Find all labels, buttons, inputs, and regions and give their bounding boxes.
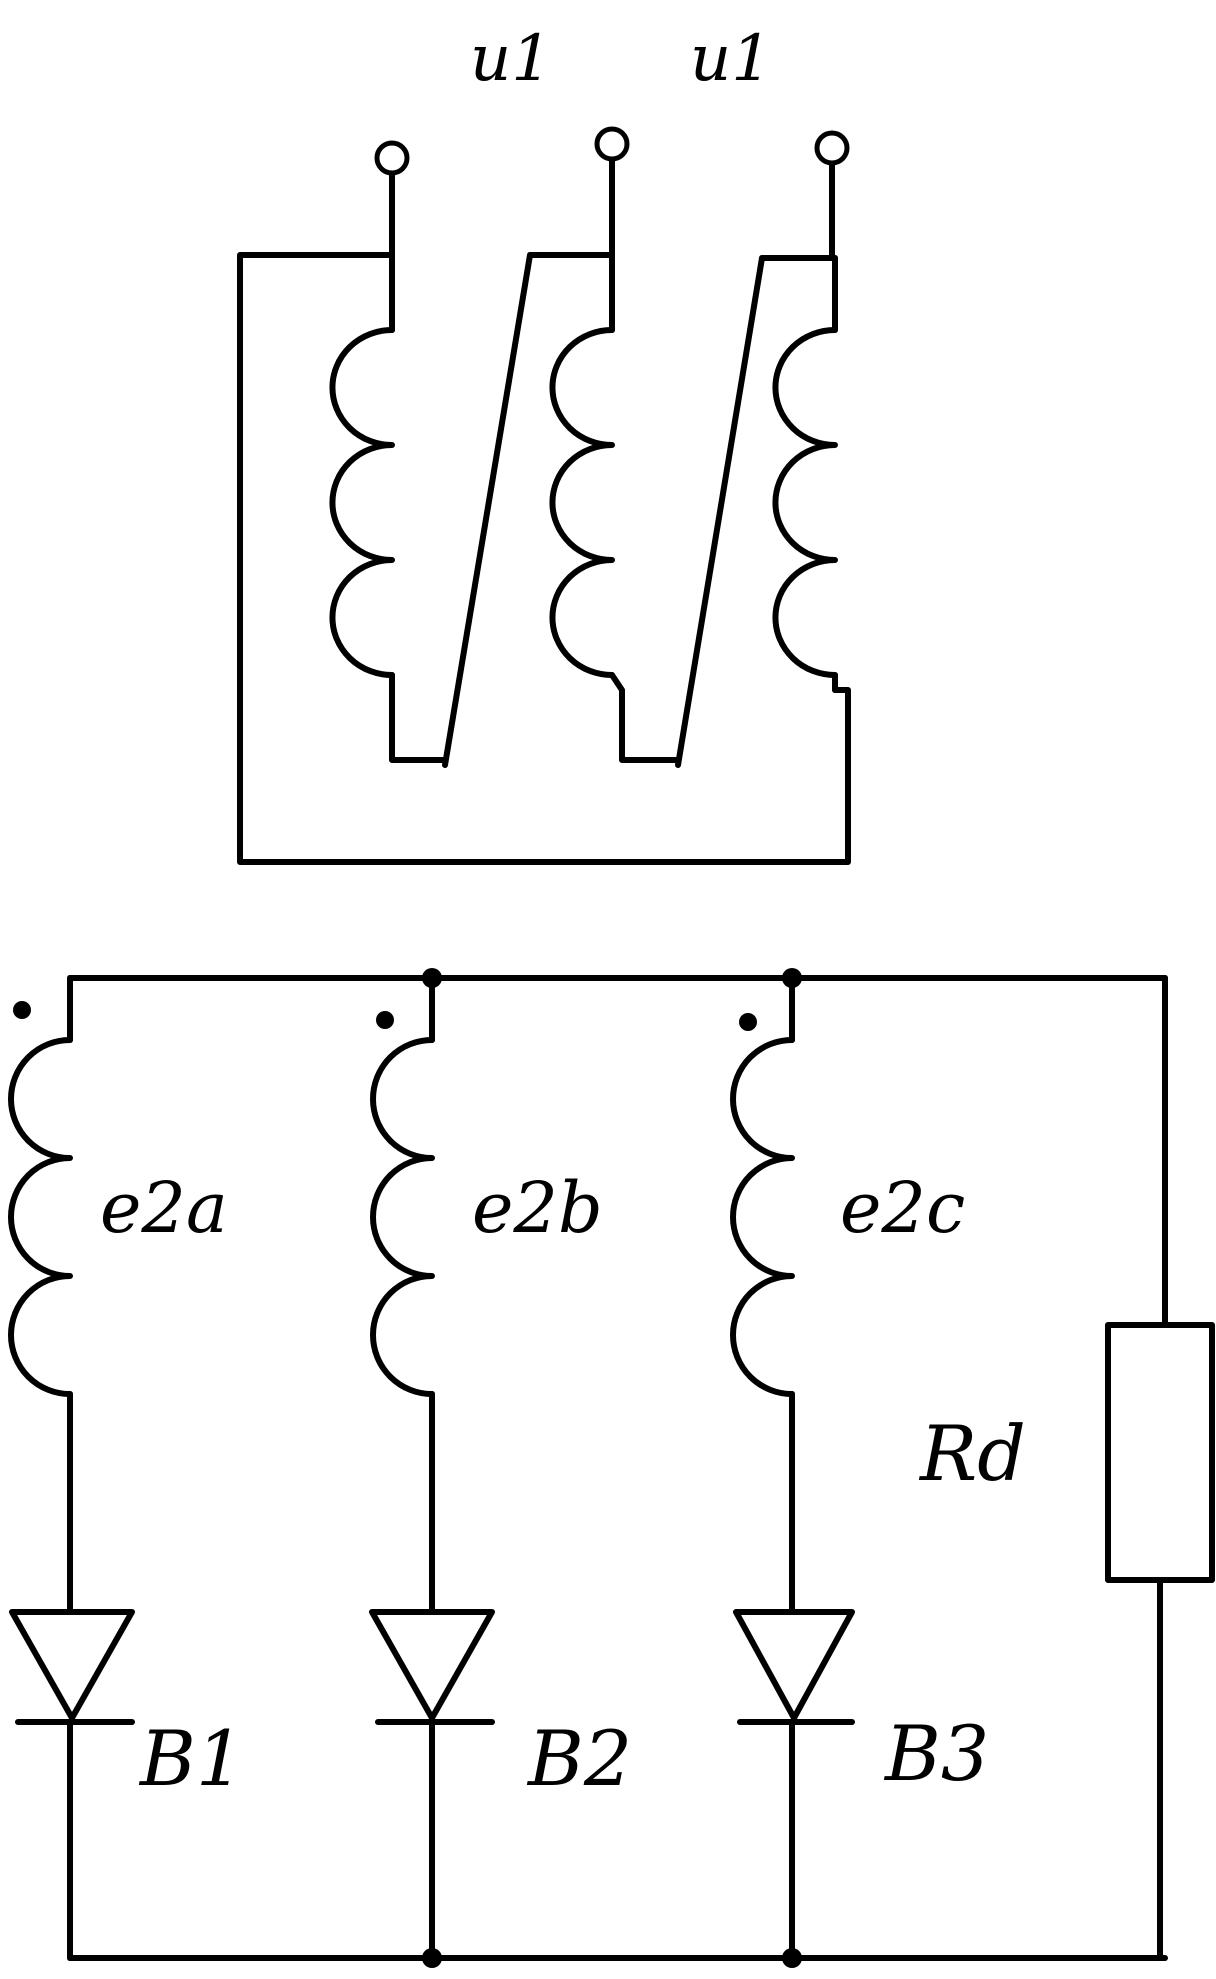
secondary-coil-c bbox=[730, 1037, 795, 1397]
primary-terminal-3 bbox=[814, 130, 850, 258]
primary-coil-a bbox=[329, 252, 448, 763]
secondary-label-a: e2a bbox=[100, 1167, 228, 1249]
primary-link-bc bbox=[675, 255, 838, 768]
primary-outer-frame bbox=[237, 252, 851, 865]
secondary-coil-a bbox=[8, 1037, 73, 1397]
diode-label-b3: B3 bbox=[883, 1709, 989, 1798]
primary-coil-b bbox=[549, 252, 681, 763]
secondary-branch-b: e2b B2 bbox=[369, 975, 632, 1961]
secondary-label-c: e2c bbox=[840, 1167, 965, 1249]
primary-label-1: u1 bbox=[470, 22, 552, 96]
primary-coil-c bbox=[772, 255, 838, 693]
primary-link-ab bbox=[442, 252, 615, 768]
diode-b1 bbox=[9, 1609, 135, 1725]
secondary-branch-c: e2c B3 bbox=[730, 975, 989, 1961]
diode-label-b2: B2 bbox=[526, 1714, 632, 1803]
polarity-dot-a bbox=[13, 1001, 31, 1019]
load-label: Rd bbox=[918, 1409, 1026, 1498]
polarity-dot-b bbox=[376, 1011, 394, 1029]
polarity-dot-c bbox=[739, 1013, 757, 1031]
primary-label-2: u1 bbox=[690, 22, 772, 96]
primary-winding-group: u1 u1 bbox=[237, 22, 851, 865]
secondary-branch-a: e2a B1 bbox=[8, 975, 244, 1961]
diode-b3 bbox=[733, 1609, 855, 1725]
secondary-coil-b bbox=[370, 1037, 435, 1397]
diode-label-b1: B1 bbox=[138, 1714, 244, 1803]
secondary-circuit-group: e2a B1 e2b B2 bbox=[8, 968, 1215, 1968]
primary-terminal-1 bbox=[374, 140, 410, 258]
diode-b2 bbox=[369, 1609, 495, 1725]
load-resistor: Rd bbox=[918, 975, 1215, 1961]
secondary-label-b: e2b bbox=[472, 1167, 603, 1249]
primary-terminal-2 bbox=[594, 126, 630, 258]
